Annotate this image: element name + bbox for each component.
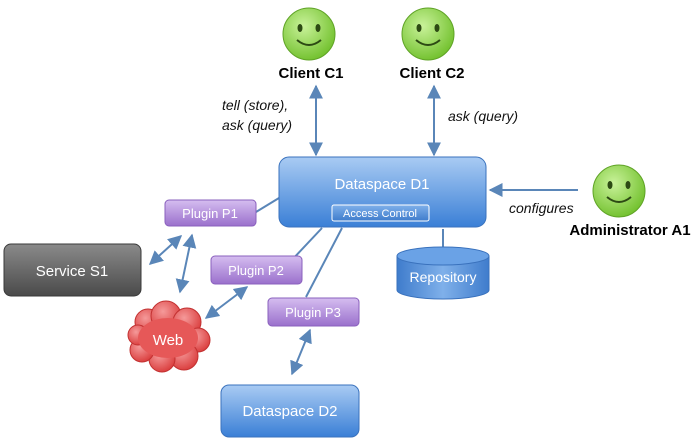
arrow-p3-d2 bbox=[290, 328, 312, 376]
connectors bbox=[148, 84, 578, 376]
service-s1-label: Service S1 bbox=[36, 263, 109, 280]
repository-label: Repository bbox=[410, 269, 477, 285]
plugin-p1[interactable]: Plugin P1 bbox=[164, 199, 257, 227]
edge-label-c1-line2: ask (query) bbox=[222, 117, 292, 133]
client-c2[interactable]: Client C2 bbox=[399, 7, 465, 82]
dataspace-d2-label: Dataspace D2 bbox=[242, 403, 337, 420]
arrow-p1-web bbox=[175, 233, 197, 294]
service-s1[interactable]: Service S1 bbox=[3, 243, 142, 297]
edge-label-a1: configures bbox=[509, 200, 574, 216]
access-control-box[interactable]: Access Control bbox=[331, 204, 430, 222]
plugin-p3[interactable]: Plugin P3 bbox=[267, 297, 360, 327]
smiley-face-icon bbox=[592, 164, 646, 218]
repository[interactable]: Repository bbox=[396, 246, 490, 300]
plugin-p2-label: Plugin P2 bbox=[228, 263, 284, 278]
administrator-a1[interactable]: Administrator A1 bbox=[569, 164, 691, 239]
plugin-p2[interactable]: Plugin P2 bbox=[210, 255, 303, 285]
dataspace-d1[interactable]: Dataspace D1 Access Control bbox=[278, 156, 487, 228]
web-cloud[interactable]: Web bbox=[127, 300, 211, 373]
administrator-a1-label: Administrator A1 bbox=[569, 222, 690, 239]
dataspace-d2[interactable]: Dataspace D2 bbox=[220, 384, 360, 438]
line-p1-d1 bbox=[255, 197, 280, 213]
arrow-p2-web bbox=[204, 286, 249, 319]
client-c1[interactable]: Client C1 bbox=[278, 7, 344, 82]
access-control-label: Access Control bbox=[343, 208, 417, 220]
web-label: Web bbox=[153, 332, 184, 349]
smiley-face-icon bbox=[401, 7, 455, 61]
cloud-icon bbox=[127, 300, 211, 373]
edge-label-c2: ask (query) bbox=[448, 108, 518, 124]
smiley-face-icon bbox=[282, 7, 336, 61]
edge-label-c1-line1: tell (store), bbox=[222, 97, 288, 113]
arrow-p1-s1 bbox=[148, 235, 183, 265]
plugin-p1-label: Plugin P1 bbox=[182, 206, 238, 221]
client-c2-label: Client C2 bbox=[399, 65, 464, 82]
client-c1-label: Client C1 bbox=[278, 65, 343, 82]
dataspace-d1-label: Dataspace D1 bbox=[334, 176, 429, 193]
plugin-p3-label: Plugin P3 bbox=[285, 305, 341, 320]
line-p3-d1 bbox=[305, 227, 343, 298]
